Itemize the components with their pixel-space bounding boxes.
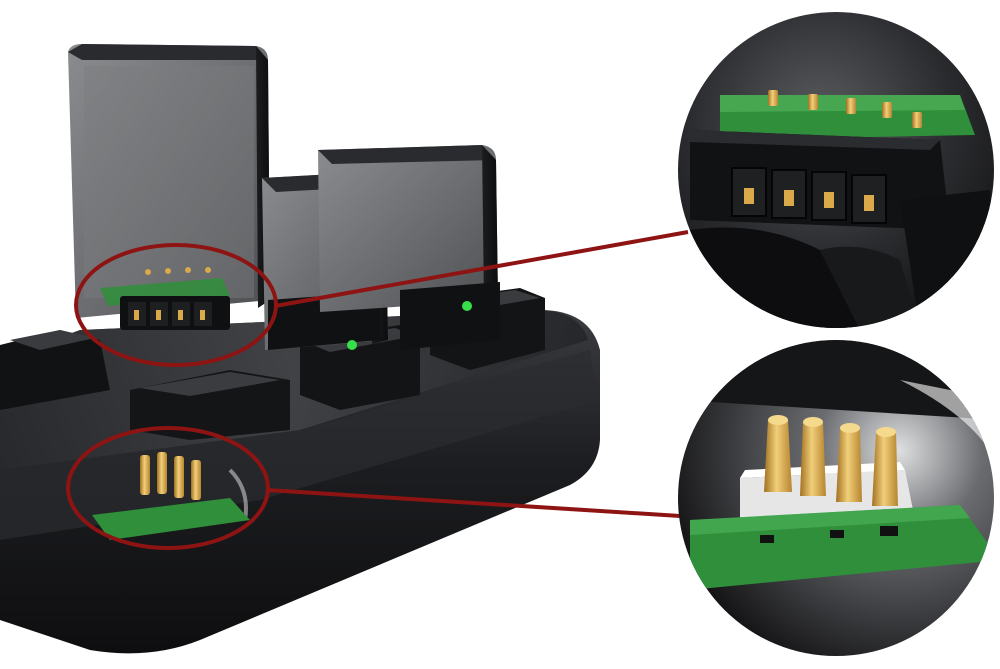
callout-ring-bottom bbox=[66, 426, 270, 550]
connector-sockets bbox=[731, 167, 887, 224]
pcb-contact-pins bbox=[768, 90, 922, 128]
leader-line-bottom bbox=[266, 488, 681, 518]
leader-line-top bbox=[274, 230, 689, 308]
charging-led-right bbox=[462, 301, 472, 311]
battery-pack-right bbox=[318, 145, 500, 350]
battery-connector bbox=[100, 267, 230, 330]
battery-pack-tall bbox=[68, 44, 270, 318]
charging-dock bbox=[0, 288, 600, 654]
charging-led-middle bbox=[347, 340, 357, 350]
spring-pogo-pins bbox=[764, 415, 898, 506]
top-connector-detail bbox=[678, 12, 994, 328]
bottom-pin-detail bbox=[678, 340, 994, 656]
front-pcb bbox=[92, 498, 250, 540]
